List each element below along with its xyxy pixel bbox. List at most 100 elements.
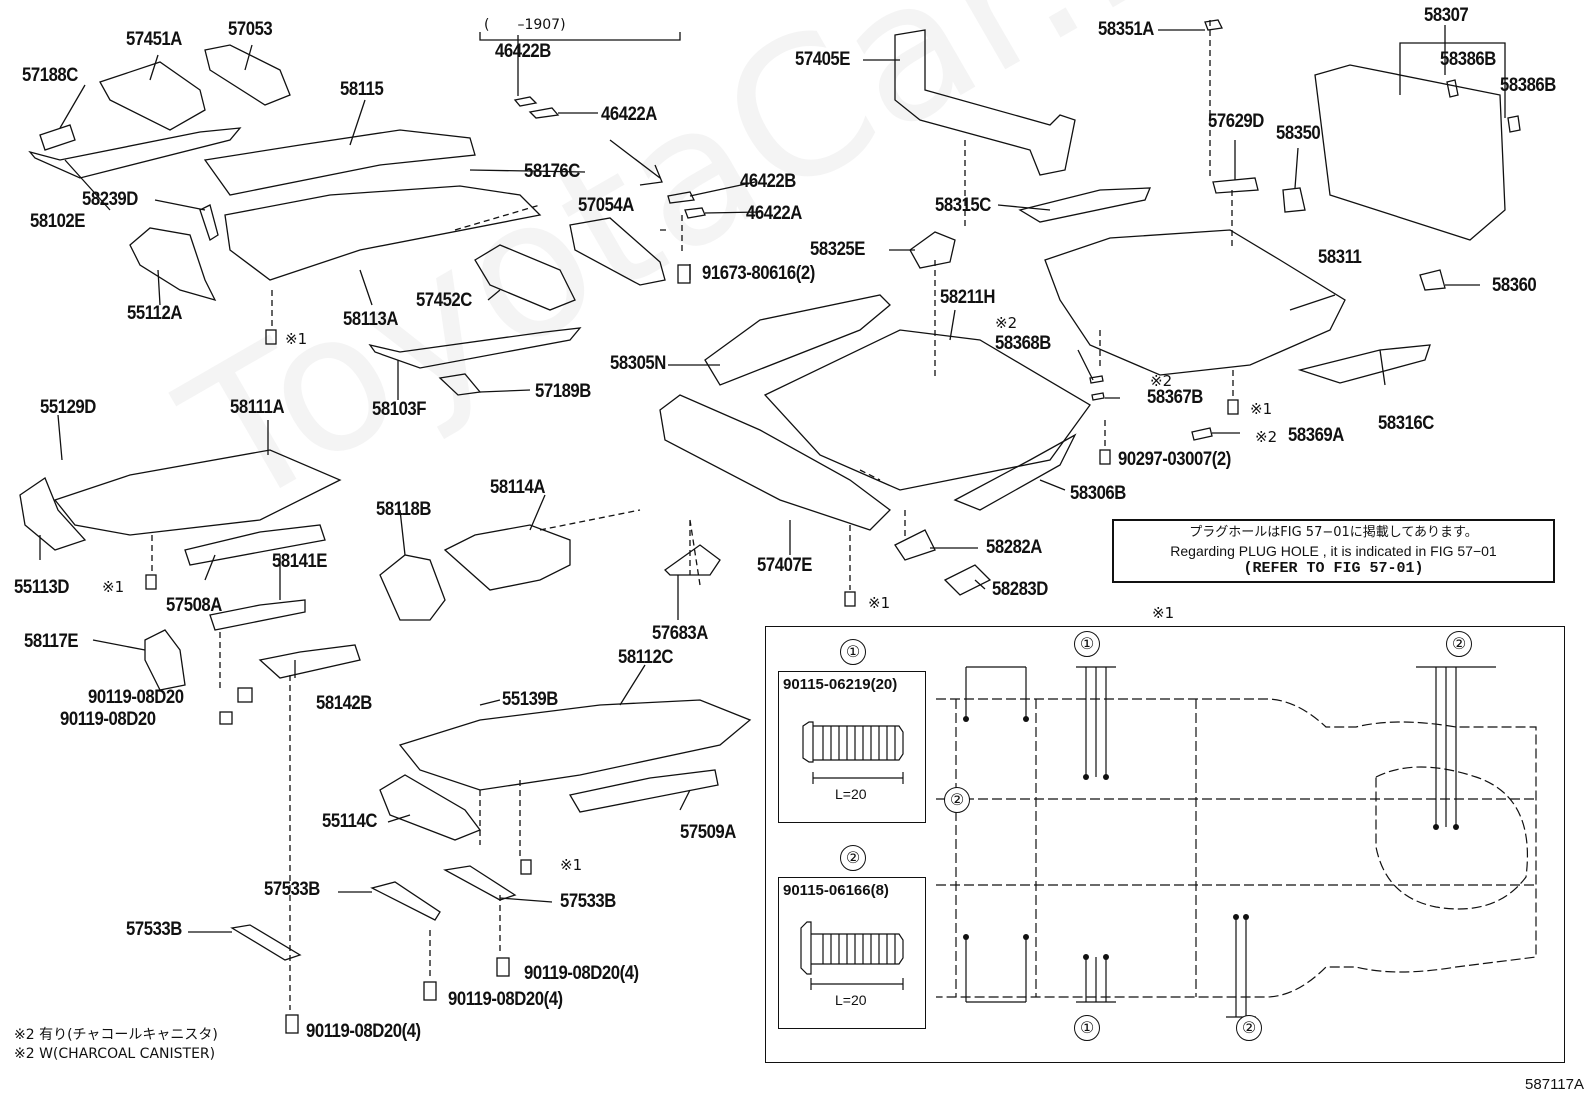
floor-bolt-map	[936, 666, 1537, 1018]
footnote-jp: ※2 有り(チャコールキャニスタ)	[14, 1027, 218, 1043]
part-57451A-shape	[99, 61, 206, 131]
label-58142B: 58142B	[316, 693, 372, 714]
part-57188C-shape	[39, 124, 76, 151]
part-46422B-shape	[667, 191, 695, 204]
label-90119-08D20-4a: 90119-08D20(4)	[524, 963, 639, 984]
label-46422A: 46422A	[746, 203, 802, 224]
label-58360: 58360	[1492, 275, 1537, 296]
part-58307-shape	[1314, 64, 1506, 241]
part-57629D-shape	[1212, 177, 1259, 194]
label-90119-08D20-a: 90119-08D20	[88, 687, 184, 708]
inset-mark-1: ※1	[1152, 604, 1175, 622]
bolt-1-length: L=20	[835, 786, 867, 802]
part-58239D-shape	[199, 204, 219, 241]
part-58102E-shape	[28, 127, 242, 179]
part-58316C-shape	[1297, 344, 1431, 384]
label-58102E: 58102E	[30, 211, 86, 232]
label-90119-08D20-4c: 90119-08D20(4)	[306, 1021, 421, 1042]
note-reference: (REFER TO FIG 57-01)	[1243, 560, 1424, 577]
label-57407E: 57407E	[757, 555, 813, 576]
label-57053: 57053	[228, 19, 273, 40]
part-57053-shape	[204, 44, 291, 106]
part-58351A-shape	[1204, 19, 1223, 31]
part-57533B-c	[230, 924, 302, 961]
part-58325E-shape	[909, 231, 956, 269]
label-58113A: 58113A	[343, 309, 399, 330]
part-58283D-shape	[943, 564, 992, 596]
label-58305N: 58305N	[610, 353, 666, 374]
circle-1-map-top: ①	[1074, 631, 1100, 657]
label-58283D: 58283D	[992, 579, 1048, 600]
part-58367B-shape	[1091, 392, 1105, 401]
bolt-location-inset: ① 90115-06219(20) L=20 ② 90115-06166(8)	[765, 626, 1565, 1063]
part-58305N-shape	[704, 294, 891, 386]
label-57629D: 57629D	[1208, 111, 1264, 132]
part-46422-clip-top	[513, 96, 560, 119]
label-58282A: 58282A	[986, 537, 1042, 558]
label-58118B: 58118B	[376, 499, 432, 520]
circle-2-label: ②	[840, 845, 866, 871]
part-58360-shape	[1419, 269, 1446, 291]
note-english: Regarding PLUG HOLE , it is indicated in…	[1170, 543, 1497, 559]
part-57683A-shape	[663, 544, 721, 576]
mark-1-d: ※1	[560, 856, 583, 874]
label-58211H: 58211H	[940, 287, 996, 308]
circle-1-map-bottom: ①	[1074, 1015, 1100, 1041]
circle-1-label: ①	[840, 639, 866, 665]
circle-2-map-left: ②	[944, 787, 970, 813]
label-55129D: 55129D	[40, 397, 96, 418]
part-58350-shape	[1282, 187, 1306, 213]
label-57054A: 57054A	[578, 195, 634, 216]
part-55113D-shape	[19, 477, 87, 551]
label-46422A-top: 46422A	[601, 104, 657, 125]
part-58142B-shape	[258, 644, 361, 679]
label-58368B: 58368B	[995, 333, 1051, 354]
mark-2-c: ※2	[1255, 428, 1278, 446]
part-58306B-shape	[953, 433, 1077, 511]
circle-2-map-bottom: ②	[1236, 1015, 1262, 1041]
bolt-box-2: 90115-06166(8) L=20	[778, 877, 926, 1029]
part-57054A-shape	[569, 217, 666, 286]
label-58141E: 58141E	[272, 551, 328, 572]
part-58386B-b	[1507, 115, 1521, 133]
label-58307: 58307	[1424, 5, 1469, 26]
label-57683A: 57683A	[652, 623, 708, 644]
part-57407E-shape	[659, 394, 891, 531]
part-58369A-shape	[1191, 427, 1213, 441]
part-58386B-a	[1446, 79, 1459, 98]
date-range-note: ( –1907)	[484, 17, 566, 33]
label-58103F: 58103F	[372, 399, 427, 420]
part-58118B-shape	[379, 554, 446, 621]
label-58316C: 58316C	[1378, 413, 1434, 434]
part-58111A-shape	[53, 449, 342, 536]
part-57452C-shape	[474, 244, 576, 311]
part-57189B-shape	[438, 373, 482, 396]
mark-1-b: ※1	[1250, 400, 1273, 418]
arrow	[609, 139, 663, 186]
part-58112C-shape	[398, 699, 752, 791]
bolt-2-drawing	[800, 921, 904, 990]
part-58211H-shape	[763, 329, 1091, 491]
label-58111A: 58111A	[230, 397, 285, 418]
label-57533B-a: 57533B	[264, 879, 320, 900]
label-90297-03007: 90297-03007(2)	[1118, 449, 1231, 470]
part-57508A-shape	[184, 524, 326, 566]
part-58114A-shape	[443, 524, 571, 591]
mark-1-e: ※1	[868, 594, 891, 612]
part-58311-shape	[1044, 229, 1346, 376]
part-57533B-b	[443, 865, 517, 901]
mark-1-a: ※1	[285, 330, 308, 348]
footnote-en: ※2 W(CHARCOAL CANISTER)	[14, 1046, 216, 1062]
bolt-icons	[145, 264, 1239, 1034]
mark-2-a: ※2	[995, 314, 1018, 332]
note-japanese: プラグホールはFIG 57−01に掲載してあります。	[1189, 525, 1478, 540]
label-57509A: 57509A	[680, 822, 736, 843]
date-bracket	[479, 32, 681, 41]
mark-1-c: ※1	[102, 578, 125, 596]
bolt-2-length: L=20	[835, 992, 867, 1008]
label-58367B: 58367B	[1147, 387, 1203, 408]
bolt-box-1: 90115-06219(20) L=20	[778, 671, 926, 823]
label-46422B: 46422B	[740, 171, 796, 192]
label-57508A: 57508A	[166, 595, 222, 616]
